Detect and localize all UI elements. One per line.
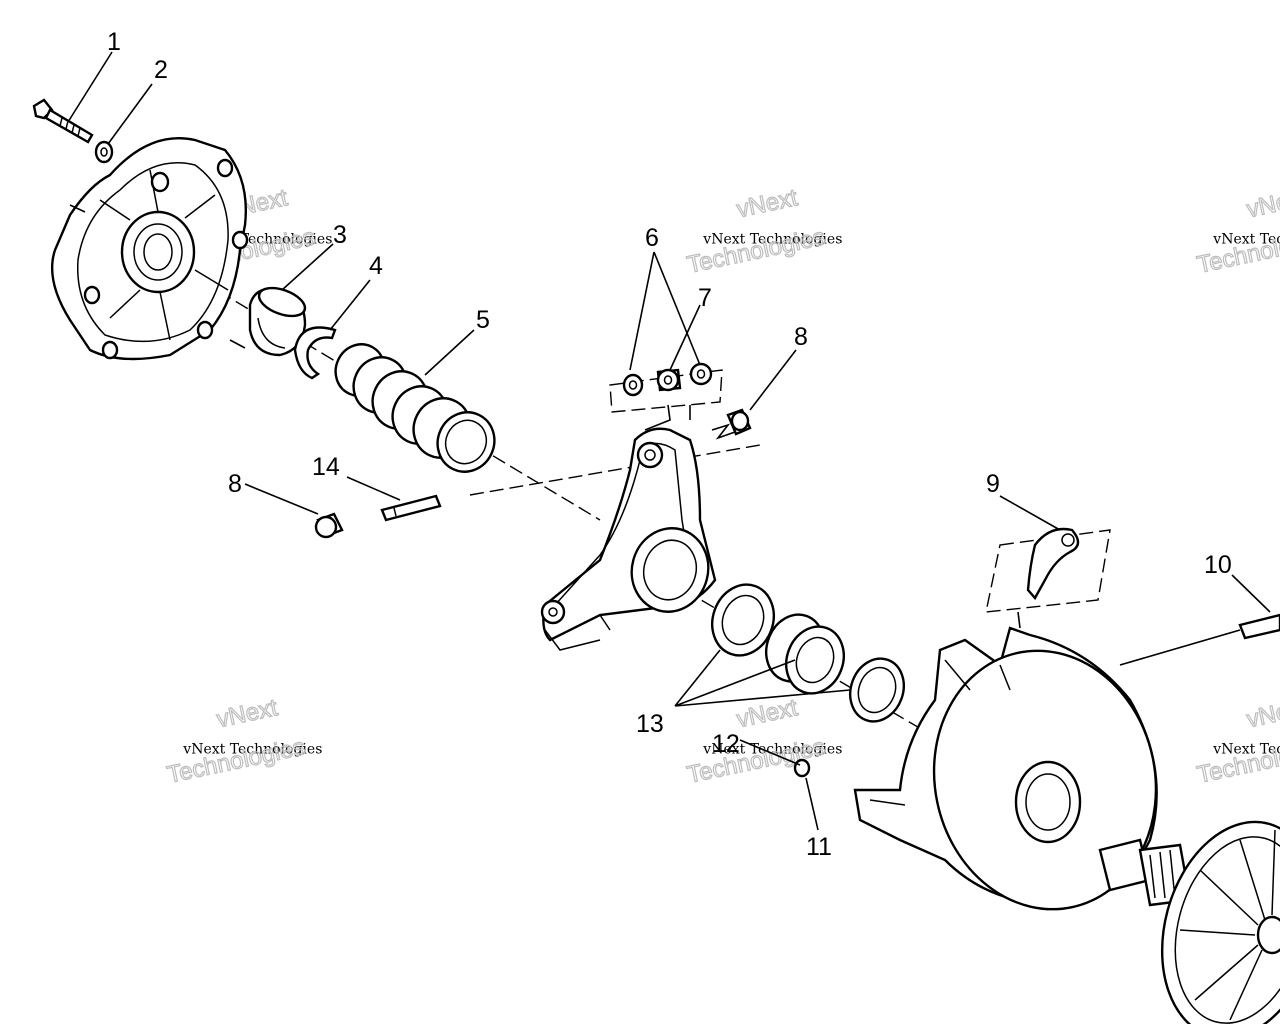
watermark-line1: vNext [734, 184, 800, 223]
watermark-line2: vNext Technologies [182, 741, 322, 757]
callout-5: 5 [476, 306, 490, 334]
pin-part-14 [380, 494, 442, 522]
leader-lines [67, 51, 1271, 831]
spacers-part-13 [711, 583, 905, 723]
shaft-bolt-part-10 [1119, 613, 1280, 666]
watermark-line1: vNext [1244, 694, 1280, 733]
shaft-centerline [469, 444, 761, 496]
callout-6: 6 [645, 224, 659, 252]
shaft-and-fixed-sheave [1098, 820, 1280, 1024]
watermark: vNext vNext Technologies Technologies [684, 184, 842, 280]
callout-labels: 1 2 3 4 5 6 7 8 8 9 10 11 12 13 14 [107, 28, 1232, 861]
callout-2: 2 [154, 56, 168, 84]
watermark-line2: vNext Technologies [1212, 231, 1280, 247]
callout-8-lower: 8 [228, 470, 242, 498]
watermark: vNext vNext Technologies Technologies [1194, 184, 1280, 280]
bolt-part-1 [32, 98, 94, 144]
spider-arm-assembly [540, 427, 717, 651]
watermark: vNext vNext Technologies Technologies [1194, 694, 1280, 790]
callout-3: 3 [333, 221, 347, 249]
watermark-line1: vNext [214, 694, 280, 733]
roller-part-8-lower [314, 512, 344, 539]
callout-4: 4 [369, 252, 383, 280]
watermark: vNext vNext Technologies Technologies [684, 694, 842, 790]
watermark: vNext vNext Technologies Technologies [164, 694, 322, 790]
spring-part-5 [334, 343, 496, 473]
watermark-line2: vNext Technologies [702, 741, 842, 757]
callout-12: 12 [712, 730, 740, 758]
moveable-sheave [853, 626, 1158, 911]
callout-11: 11 [806, 833, 832, 861]
callout-9: 9 [986, 470, 1000, 498]
callout-13: 13 [636, 710, 664, 738]
nut-part-11 [793, 758, 811, 778]
callout-14: 14 [312, 453, 340, 481]
cover-housing [51, 136, 249, 361]
snap-ring-part-4 [293, 326, 337, 380]
callout-1: 1 [107, 28, 121, 56]
callout-8-upper: 8 [794, 323, 808, 351]
watermark-line2: vNext Technologies [702, 231, 842, 247]
washer-part-2 [94, 140, 114, 164]
callout-7: 7 [698, 284, 712, 312]
inset-parts-6-7 [609, 362, 723, 431]
roller-part-8-upper [711, 408, 752, 440]
inset-part-9 [985, 527, 1111, 629]
callout-10: 10 [1204, 551, 1232, 579]
bushing-part-3 [248, 286, 307, 357]
watermark-line1: vNext [1244, 184, 1280, 223]
watermark-line2: vNext Technologies [1212, 741, 1280, 757]
